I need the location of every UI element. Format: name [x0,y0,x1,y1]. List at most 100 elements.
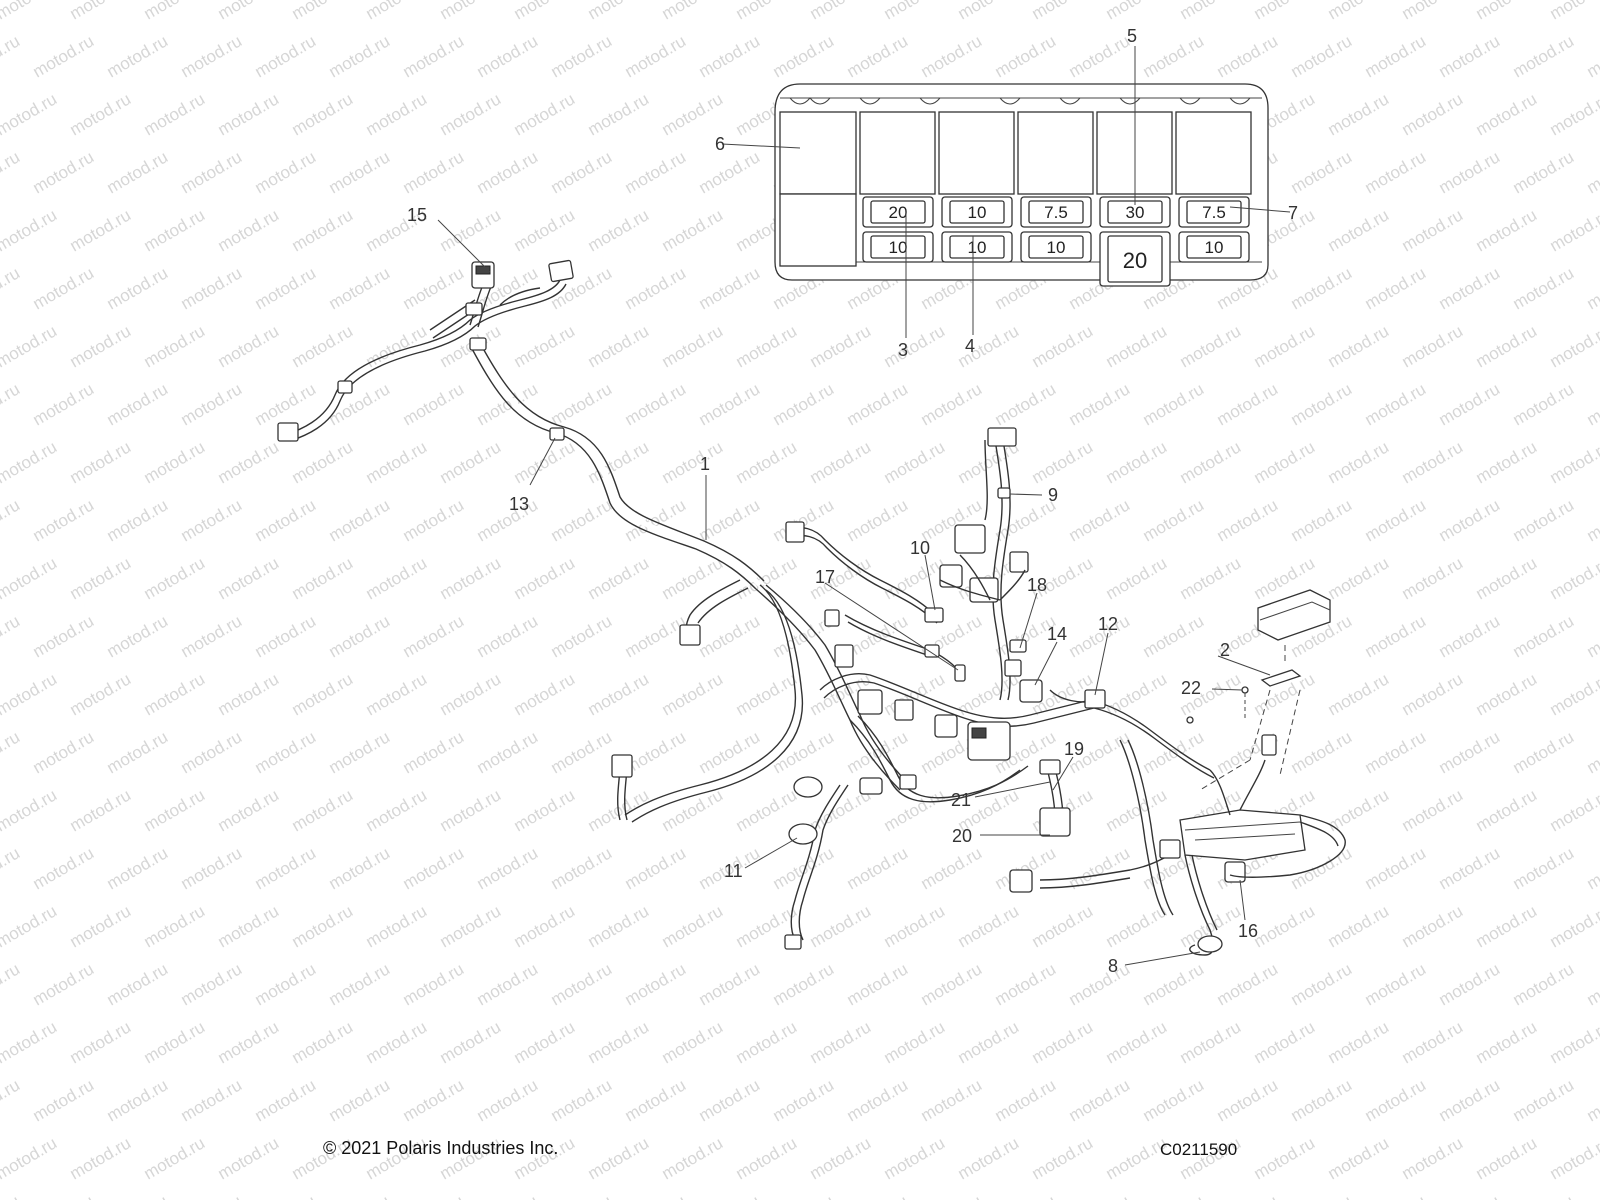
watermark-text: motod.ru [289,553,357,603]
watermark-text: motod.ru [918,379,986,429]
watermark-text: motod.ru [104,843,172,893]
relay-cavity-3 [1017,111,1094,195]
watermark-text: motod.ru [511,321,579,371]
fuse-bottom-1: 10 [862,231,934,263]
watermark-text: motod.ru [0,669,60,719]
watermark-text: motod.ru [326,727,394,777]
watermark-text: motod.ru [104,1075,172,1125]
callout-13: 13 [509,494,529,514]
connector-fuse-block-left [1159,839,1181,859]
watermark-text: motod.ru [955,1133,1023,1183]
watermark-text: motod.ru [1436,611,1504,661]
watermark-text: motod.ru [770,959,838,1009]
watermark-text: motod.ru [141,437,209,487]
watermark-text: motod.ru [659,205,727,255]
watermark-text: motod.ru [659,1017,727,1067]
watermark-text: motod.ru [1547,89,1600,139]
watermark-text: motod.ru [1251,1017,1319,1067]
watermark-text: motod.ru [585,1017,653,1067]
watermark-text: motod.ru [67,437,135,487]
watermark-text: motod.ru [215,785,283,835]
watermark-text: motod.ru [881,437,949,487]
watermark-text: motod.ru [1547,437,1600,487]
watermark-text: motod.ru [1103,437,1171,487]
watermark-text: motod.ru [511,89,579,139]
watermark-text: motod.ru [622,1075,690,1125]
watermark-text: motod.ru [548,611,616,661]
watermark-text: motod.ru [1066,1191,1134,1200]
watermark-text: motod.ru [1325,321,1393,371]
callout-22: 22 [1181,678,1201,698]
watermark-text: motod.ru [733,1017,801,1067]
watermark-text: motod.ru [844,1191,912,1200]
watermark-text: motod.ru [1103,321,1171,371]
watermark-text: motod.ru [807,1017,875,1067]
watermark-text: motod.ru [1362,31,1430,81]
copyright-notice: © 2021 Polaris Industries Inc. [323,1138,559,1158]
watermark-text: motod.ru [1436,843,1504,893]
watermark-text: motod.ru [511,205,579,255]
watermark-text: motod.ru [1584,611,1600,661]
watermark-text: motod.ru [1103,901,1171,951]
watermark-text: motod.ru [733,0,801,23]
watermark-text: motod.ru [1510,727,1578,777]
connector-right-upper [1261,734,1277,756]
watermark-text: motod.ru [0,785,60,835]
watermark-text: motod.ru [0,1191,23,1200]
callout-21: 21 [951,790,971,810]
watermark-text: motod.ru [252,611,320,661]
watermark-text: motod.ru [1177,321,1245,371]
watermark-text: motod.ru [400,31,468,81]
watermark-text: motod.ru [289,669,357,719]
watermark-text: motod.ru [0,321,60,371]
watermark-text: motod.ru [1510,959,1578,1009]
watermark-text: motod.ru [0,843,23,893]
watermark-text: motod.ru [104,727,172,777]
watermark-text: motod.ru [659,89,727,139]
watermark-text: motod.ru [1436,263,1504,313]
watermark-text: motod.ru [30,843,98,893]
watermark-text: motod.ru [696,1191,764,1200]
watermark-text: motod.ru [326,1075,394,1125]
watermark-text: motod.ru [400,727,468,777]
watermark-text: motod.ru [104,379,172,429]
callout-12: 12 [1098,614,1118,634]
watermark-text: motod.ru [881,1133,949,1183]
watermark-text: motod.ru [141,1017,209,1067]
watermark-text: motod.ru [1473,321,1541,371]
callout-15: 15 [407,205,427,225]
connector-top-left [785,521,805,543]
watermark-text: motod.ru [1066,379,1134,429]
fuse-top-2: 10 [941,196,1013,228]
watermark-text: motod.ru [215,89,283,139]
clip-17 [924,644,940,658]
screw-22b [1186,716,1194,724]
watermark-text: motod.ru [1547,669,1600,719]
watermark-text: motod.ru [1325,901,1393,951]
watermark-text: motod.ru [1510,1075,1578,1125]
watermark-text: motod.ru [67,205,135,255]
watermark-text: motod.ru [0,959,23,1009]
watermark-text: motod.ru [881,0,949,23]
watermark-text: motod.ru [992,959,1060,1009]
watermark-text: motod.ru [104,1191,172,1200]
watermark-text: motod.ru [67,89,135,139]
watermark-text: motod.ru [955,1017,1023,1067]
watermark-text: motod.ru [252,727,320,777]
watermark-text: motod.ru [1325,0,1393,23]
watermark-text: motod.ru [1510,263,1578,313]
watermark-text: motod.ru [178,1191,246,1200]
watermark-text: motod.ru [1029,901,1097,951]
watermark-text: motod.ru [1140,495,1208,545]
watermark-text: motod.ru [474,1191,542,1200]
watermark-text: motod.ru [1214,1075,1282,1125]
clip-junction [465,302,483,316]
watermark-text: motod.ru [696,147,764,197]
watermark-text: motod.ru [30,379,98,429]
watermark-text: motod.ru [622,1191,690,1200]
watermark-text: motod.ru [511,669,579,719]
fuse-body [1028,200,1084,224]
watermark-text: motod.ru [141,669,209,719]
watermark-text: motod.ru [67,901,135,951]
watermark-text: motod.ru [1251,1133,1319,1183]
